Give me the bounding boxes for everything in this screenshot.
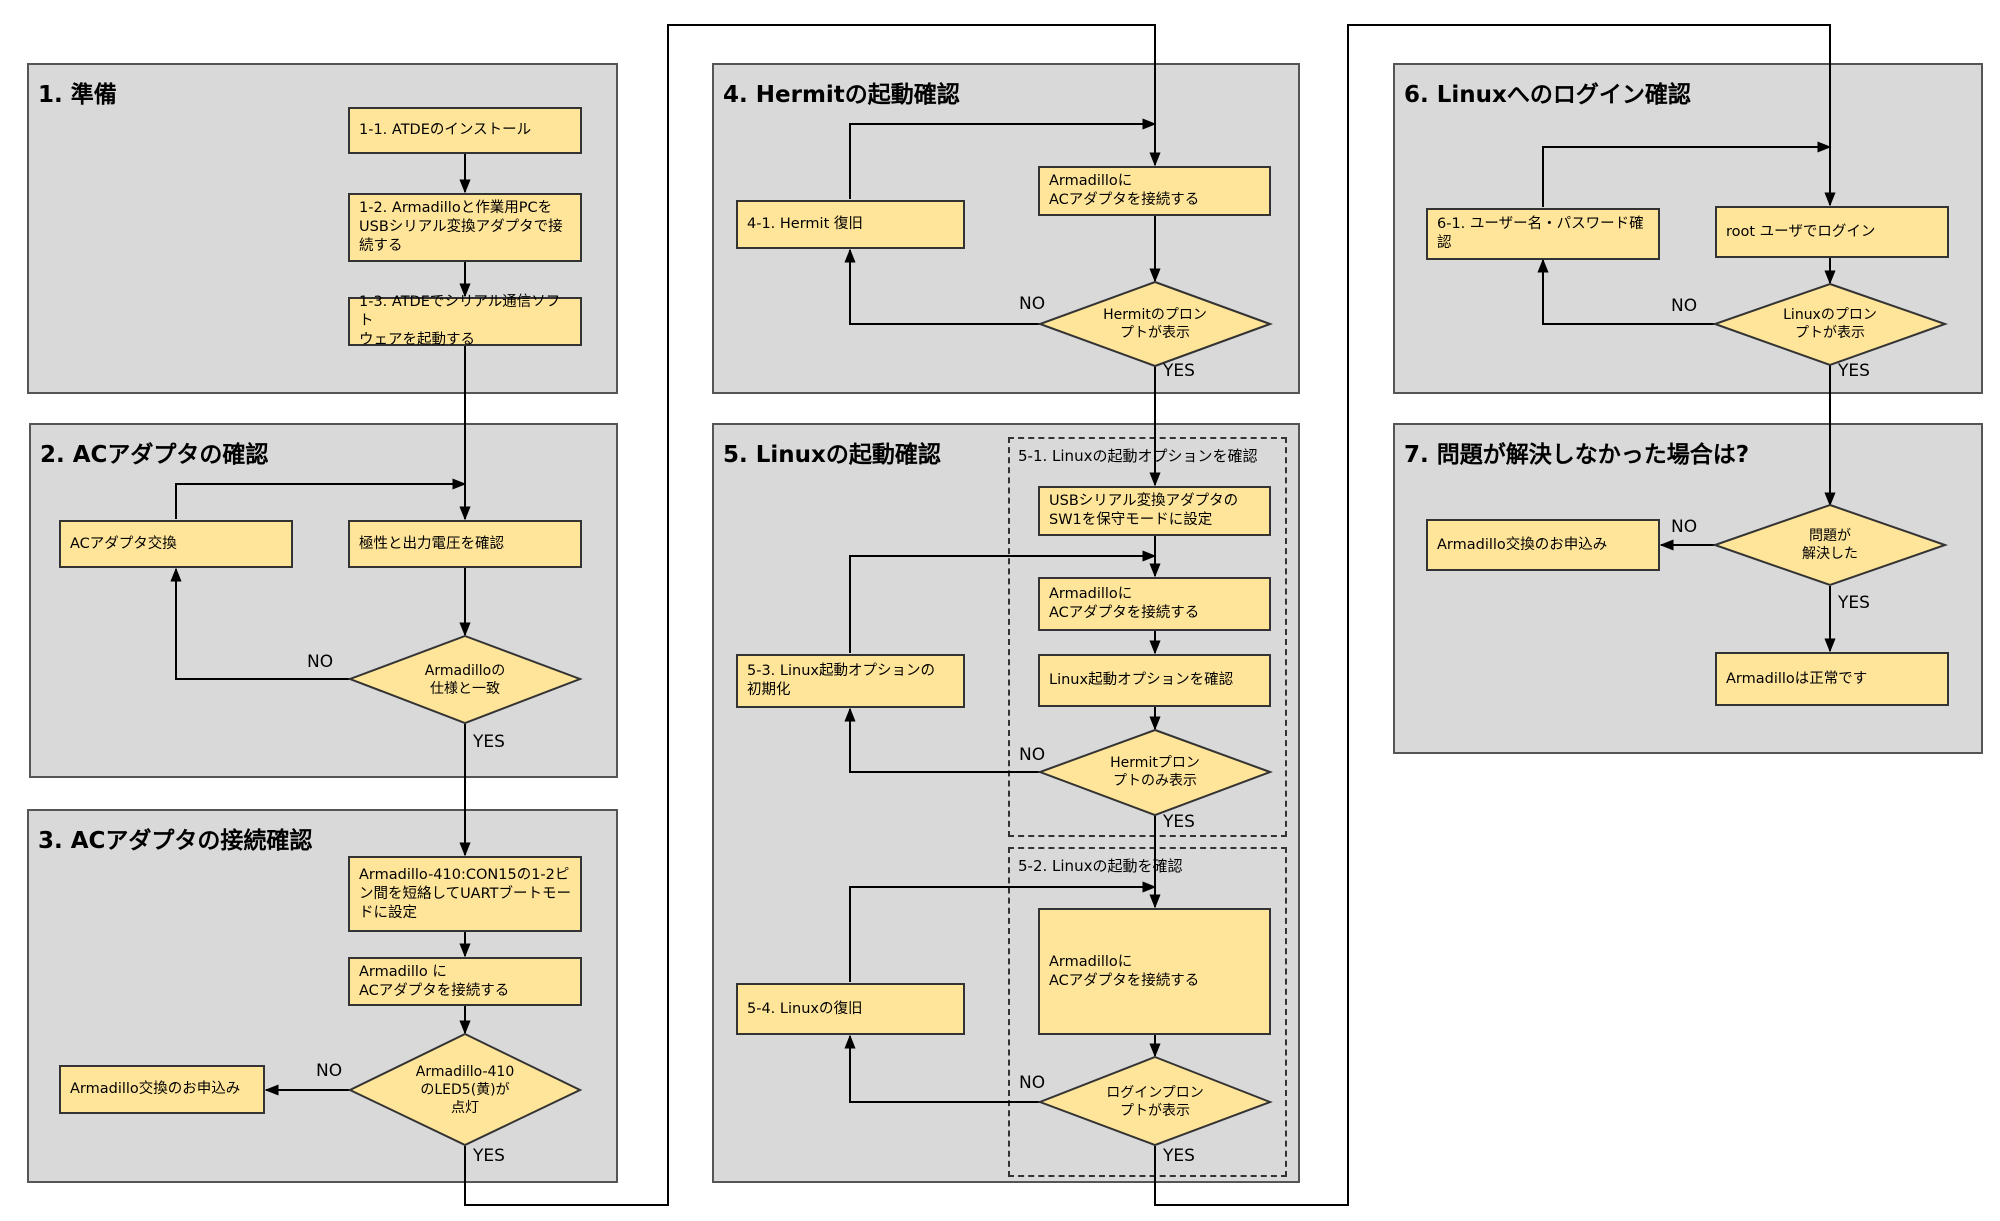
decision-2-text: Armadilloの 仕様と一致 bbox=[424, 663, 506, 697]
box-2-check-voltage: 極性と出力電圧を確認 bbox=[348, 520, 582, 568]
box-3-replace-request: Armadillo交換のお申込み bbox=[59, 1065, 265, 1114]
group-5-1: 5-1. Linuxの起動オプションを確認 bbox=[1008, 437, 1287, 837]
label-2-no: NO bbox=[307, 652, 334, 672]
decision-4-shape bbox=[1037, 280, 1273, 368]
box-5-4-linux-restore: 5-4. Linuxの復旧 bbox=[736, 983, 965, 1035]
label-4-yes: YES bbox=[1163, 361, 1195, 381]
box-4-1-hermit-restore: 4-1. Hermit 復旧 bbox=[736, 200, 965, 249]
panel-7-title: 7. 問題が解決しなかった場合は? bbox=[1404, 442, 1750, 468]
panel-5-title: 5. Linuxの起動確認 bbox=[723, 442, 941, 468]
label-5-2-no: NO bbox=[1019, 1073, 1046, 1093]
decision-7-shape bbox=[1711, 503, 1949, 587]
panel-2-title: 2. ACアダプタの確認 bbox=[40, 442, 269, 468]
label-5-1-yes: YES bbox=[1163, 812, 1195, 832]
panel-6-title: 6. Linuxへのログイン確認 bbox=[1404, 82, 1691, 108]
decision-5-2-shape bbox=[1037, 1055, 1273, 1147]
box-3-uart-boot: Armadillo-410:CON15の1-2ピ ン間を短絡してUARTブートモ… bbox=[348, 856, 582, 932]
panel-2: 2. ACアダプタの確認 bbox=[29, 423, 618, 778]
box-5-connect-ac-2: Armadilloに ACアダプタを接続する bbox=[1038, 908, 1271, 1035]
box-1-3: 1-3. ATDEでシリアル通信ソフト ウェアを起動する bbox=[348, 294, 582, 348]
box-5-3-init-option: 5-3. Linux起動オプションの 初期化 bbox=[736, 654, 965, 708]
box-5-usb-sw1: USBシリアル変換アダプタの SW1を保守モードに設定 bbox=[1038, 486, 1271, 536]
edge-2-no bbox=[170, 567, 350, 680]
decision-5-2-text: ログインプロン プトが表示 bbox=[1106, 1085, 1204, 1119]
decision-6-text: Linuxのプロン プトが表示 bbox=[1783, 307, 1877, 341]
panel-5: 5. Linuxの起動確認 bbox=[712, 423, 1300, 1183]
label-3-yes: YES bbox=[473, 1146, 505, 1166]
edge-6-no bbox=[1537, 258, 1715, 325]
edge-5-loop2-top bbox=[849, 881, 1157, 982]
edge-5-no1 bbox=[844, 707, 1040, 773]
label-7-yes: YES bbox=[1838, 593, 1870, 613]
box-3-connect-ac: Armadillo に ACアダプタを接続する bbox=[348, 957, 582, 1006]
box-4-connect-ac: Armadilloに ACアダプタを接続する bbox=[1038, 166, 1271, 216]
decision-5-1-shape bbox=[1037, 728, 1273, 817]
box-7-normal: Armadilloは正常です bbox=[1715, 652, 1949, 706]
edge-5-no2 bbox=[844, 1034, 1040, 1103]
panel-3-title: 3. ACアダプタの接続確認 bbox=[38, 828, 313, 854]
panel-1-title: 1. 準備 bbox=[38, 82, 117, 108]
group-5-2: 5-2. Linuxの起動を確認 bbox=[1008, 847, 1287, 1177]
decision-7-text: 問題が 解決した bbox=[1802, 528, 1858, 562]
label-7-no: NO bbox=[1671, 517, 1698, 537]
box-6-1-user-password: 6-1. ユーザー名・パスワード確 認 bbox=[1426, 208, 1660, 260]
label-5-1-no: NO bbox=[1019, 745, 1046, 765]
label-2-yes: YES bbox=[473, 732, 505, 752]
box-1-2: 1-2. Armadilloと作業用PCを USBシリアル変換アダプタで接 続す… bbox=[348, 193, 582, 262]
box-5-check-boot-option: Linux起動オプションを確認 bbox=[1038, 654, 1271, 707]
label-5-2-yes: YES bbox=[1163, 1146, 1195, 1166]
decision-3-text: Armadillo-410 のLED5(黄)が 点灯 bbox=[415, 1064, 515, 1116]
edge-4-loop-top bbox=[849, 118, 1157, 199]
box-5-connect-ac-1: Armadilloに ACアダプタを接続する bbox=[1038, 577, 1271, 631]
group-5-1-label: 5-1. Linuxの起動オプションを確認 bbox=[1018, 447, 1258, 465]
box-1-1: 1-1. ATDEのインストール bbox=[348, 107, 582, 154]
decision-5-1-text: Hermitプロン プトのみ表示 bbox=[1110, 755, 1200, 789]
group-5-2-label: 5-2. Linuxの起動を確認 bbox=[1018, 857, 1183, 875]
box-6-root-login: root ユーザでログイン bbox=[1715, 206, 1949, 258]
edge-5-yes-to-6 bbox=[1154, 24, 1836, 1206]
box-7-replace-request: Armadillo交換のお申込み bbox=[1426, 519, 1660, 571]
label-6-yes: YES bbox=[1838, 361, 1870, 381]
decision-6-shape bbox=[1711, 282, 1949, 367]
decision-2-shape bbox=[347, 634, 583, 725]
edge-5-loop1-top bbox=[849, 550, 1157, 653]
label-4-no: NO bbox=[1019, 294, 1046, 314]
label-3-no: NO bbox=[316, 1061, 343, 1081]
decision-3-shape bbox=[347, 1032, 583, 1147]
label-6-no: NO bbox=[1671, 296, 1698, 316]
edge-2-loop-top bbox=[175, 478, 467, 519]
panel-4-title: 4. Hermitの起動確認 bbox=[723, 82, 960, 108]
box-2-ac-replace: ACアダプタ交換 bbox=[59, 520, 293, 568]
edge-6-loop-top bbox=[1542, 141, 1832, 207]
decision-4-text: Hermitのプロン プトが表示 bbox=[1103, 307, 1207, 341]
edge-3-yes-to-4 bbox=[464, 24, 1161, 1206]
edge-4-no bbox=[844, 248, 1040, 325]
